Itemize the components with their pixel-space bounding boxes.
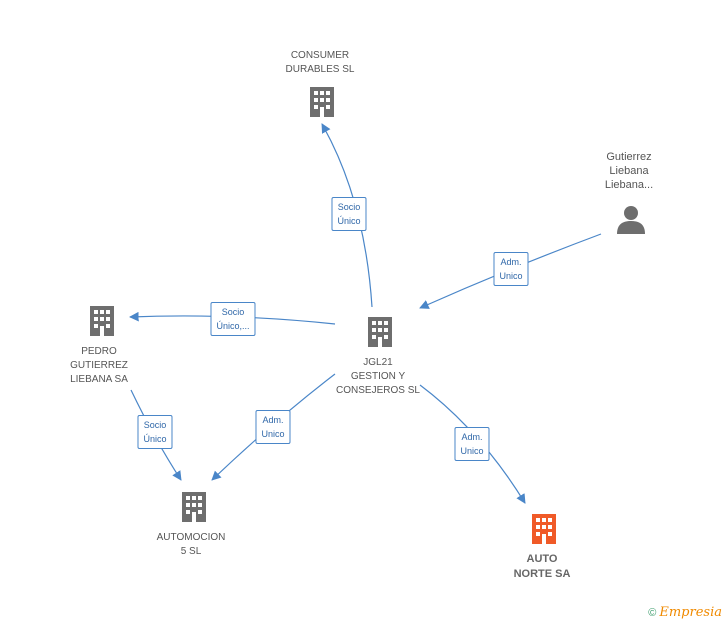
pedro-label[interactable]: PEDRO GUTIERREZ LIEBANA SA [70, 346, 128, 385]
edge-label-jgl-auto-norte[interactable]: Adm. Unico [454, 427, 490, 461]
edge-label-jgl-pedro[interactable]: Socio Único,... [210, 302, 256, 336]
jgl21-building-icon[interactable] [364, 316, 396, 353]
empresia-logo[interactable]: Empresia [659, 605, 722, 620]
copyright-symbol: © [648, 607, 657, 619]
automocion-label[interactable]: AUTOMOCION 5 SL [156, 532, 226, 557]
auto-norte-building-icon[interactable] [528, 513, 560, 550]
edge-label-pedro-automocion[interactable]: Socio Único [137, 415, 173, 449]
copyright-notice: © Empresia [648, 605, 722, 620]
edge-label-gutierrez-jgl[interactable]: Adm. Unico [493, 252, 529, 286]
consumer-label[interactable]: CONSUMER DURABLES SL [285, 50, 355, 75]
edge-label-jgl-consumer[interactable]: Socio Único [331, 197, 367, 231]
automocion-building-icon[interactable] [178, 491, 210, 528]
consumer-building-icon[interactable] [306, 86, 338, 123]
edge-label-jgl-automocion[interactable]: Adm. Unico [255, 410, 291, 444]
gutierrez-person-icon[interactable] [615, 203, 647, 240]
jgl21-label[interactable]: JGL21 GESTION Y CONSEJEROS SL [336, 357, 420, 396]
gutierrez-label[interactable]: Gutierrez Liebana Liebana... [604, 151, 654, 191]
auto-norte-label[interactable]: AUTO NORTE SA [513, 553, 571, 580]
pedro-building-icon[interactable] [86, 305, 118, 342]
